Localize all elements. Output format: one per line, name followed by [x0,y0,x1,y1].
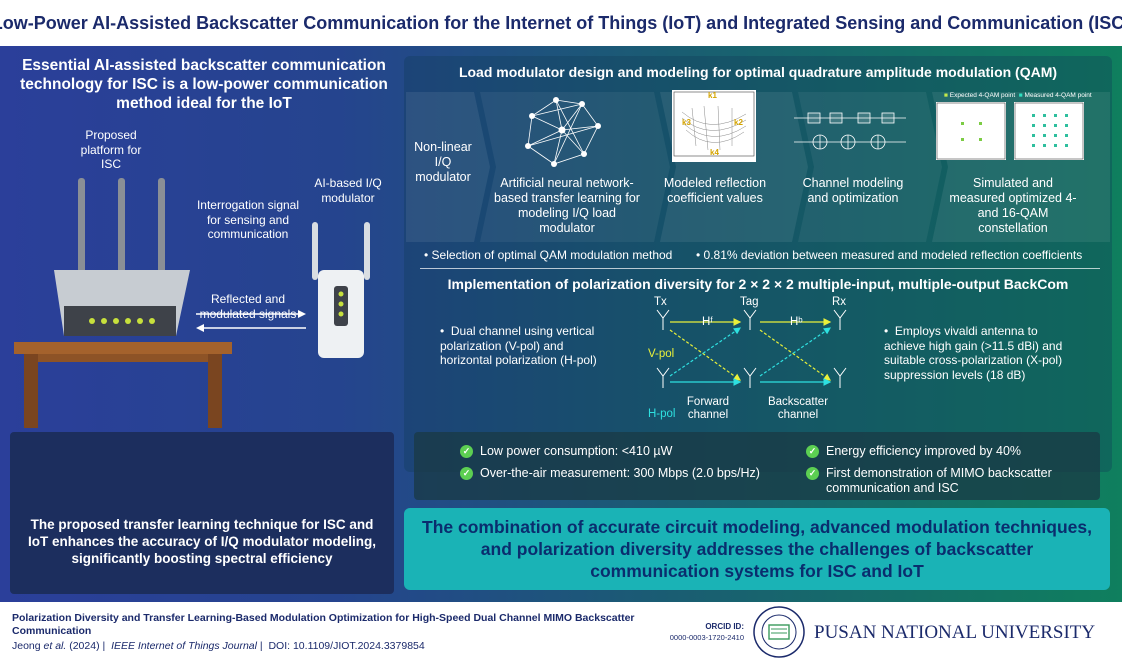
results-box [414,432,1100,500]
surface-label-k4: k4 [710,148,719,157]
step-channel-modeling: Channel modeling and optimization [802,176,904,205]
hb-label: Hᵇ [790,316,803,328]
result-power: ✓Low power consumption: <410 µW [460,444,780,459]
forward-cross-arrow [669,329,741,381]
section-divider [420,268,1100,269]
mimo-diagram [656,309,847,388]
constellation-16qam [1014,102,1084,160]
rx-label: Rx [832,296,847,308]
modulator-label: AI-based I/Q modulator [314,176,382,205]
qam16-point [1054,114,1057,117]
backscatter-cross-arrow-2 [759,327,831,377]
reflection-plot: k1 k2 k3 k4 [672,90,756,162]
qam-bullet-2: • 0.81% deviation between measured and m… [696,248,1083,262]
rx-antenna-h-icon [833,367,847,388]
router-antenna-icon [78,178,85,274]
hpol-label: H-pol [648,408,676,420]
check-icon: ✓ [806,467,819,480]
check-icon: ✓ [806,445,819,458]
conclusion-banner: The combination of accurate circuit mode… [404,508,1110,590]
qam16-point [1043,144,1046,147]
waveform-icon [91,462,313,494]
tx-antenna-h-icon [656,367,670,388]
qam16-point [1054,134,1057,137]
qam16-point [1043,124,1046,127]
mimo-left-bullet: • Dual channel using vertical polarizati… [440,324,597,367]
platform-label: Proposed platform for ISC [80,128,142,171]
table-leg-left [24,354,38,428]
result-efficiency: ✓Energy efficiency improved by 40% [806,444,1096,459]
mimo-title: Implementation of polarization diversity… [447,276,1069,292]
forward-cross-arrow-2 [669,327,741,377]
university-seal-icon [753,606,805,658]
router-antenna-icon [158,178,165,274]
step-neural-network: Artificial neural network-based transfer… [494,176,640,235]
backscatter-channel-label: Backscatter channel [767,396,829,421]
university-name: PUSAN NATIONAL UNIVERSITY [814,622,1096,643]
platform-illustration [14,178,370,428]
qam-bullet-1: • Selection of optimal QAM modulation me… [424,248,673,262]
orcid-id[interactable]: 0000-0003-1720-2410 [669,633,744,642]
tag-antenna-h-icon [743,367,757,388]
summary-text: The proposed transfer learning technique… [27,517,377,566]
step-constellation: Simulated and measured optimized 4- and … [949,176,1077,235]
backscatter-cross-arrow [759,329,831,381]
surface-label-k2: k2 [734,118,743,127]
qam16-point [1065,124,1068,127]
result-throughput: ✓Over-the-air measurement: 300 Mbps (2.0… [460,466,780,481]
qam-title: Load modulator design and modeling for o… [458,64,1058,80]
step-modeled-reflection: Modeled reflection coefficient values [663,176,767,205]
citation: Jeong et al. (2024) | IEEE Internet of T… [12,640,425,652]
constellation-legend: ■ Expected 4-QAM point ■ Measured 4-QAM … [944,92,1092,99]
qam16-point [1032,144,1035,147]
neural-network-icon [525,97,601,167]
footer [0,602,1122,662]
tag-antenna-v-icon [743,309,757,330]
result-mimo: ✓First demonstration of MIMO backscatter… [806,466,1096,496]
doi-link[interactable]: DOI: 10.1109/JIOT.2024.3379854 [268,640,425,652]
orcid-label: ORCID ID: [705,622,744,631]
qam16-point [1054,124,1057,127]
modulator-antenna-icon [364,222,370,280]
constellation-4qam [936,102,1006,160]
qam16-point [1043,134,1046,137]
rx-antenna-v-icon [833,309,847,330]
mimo-right-bullet: • Employs vivaldi antenna to achieve hig… [884,324,1063,382]
summary-box [10,432,394,594]
qam16-point [1043,114,1046,117]
forward-channel-label: Forward channel [686,396,730,421]
check-icon: ✓ [460,467,473,480]
qam16-point [1065,144,1068,147]
check-icon: ✓ [460,445,473,458]
table-leg-right [208,354,222,428]
qam16-point [1032,114,1035,117]
steps-chevrons [406,92,1110,242]
tag-label: Tag [740,296,759,308]
step-nonlinear: Non-linear I/Q modulator [414,140,472,184]
surface-label-k3: k3 [682,118,691,127]
vpol-label: V-pol [648,348,675,360]
router-antenna-icon [118,178,125,274]
modulator-antenna-icon [312,222,318,280]
paper-title: Polarization Diversity and Transfer Lear… [12,612,635,637]
qam16-point [1054,144,1057,147]
page-title: Low-Power AI-Assisted Backscatter Commun… [0,0,1122,46]
qam16-point [1065,114,1068,117]
surface-label-k1: k1 [708,91,717,100]
table-top [14,342,232,354]
main-panel: Essential AI-assisted backscatter commun… [0,46,1122,602]
qam16-point [1032,134,1035,137]
qam16-point [1065,134,1068,137]
tx-label: Tx [654,296,667,308]
interrogation-label: Interrogation signal for sensing and com… [196,198,300,241]
left-heading: Essential AI-assisted backscatter commun… [20,57,388,112]
qam16-point [1032,124,1035,127]
hf-label: Hᶠ [702,316,713,328]
channel-block-diagram [794,112,906,150]
tx-antenna-v-icon [656,309,670,330]
